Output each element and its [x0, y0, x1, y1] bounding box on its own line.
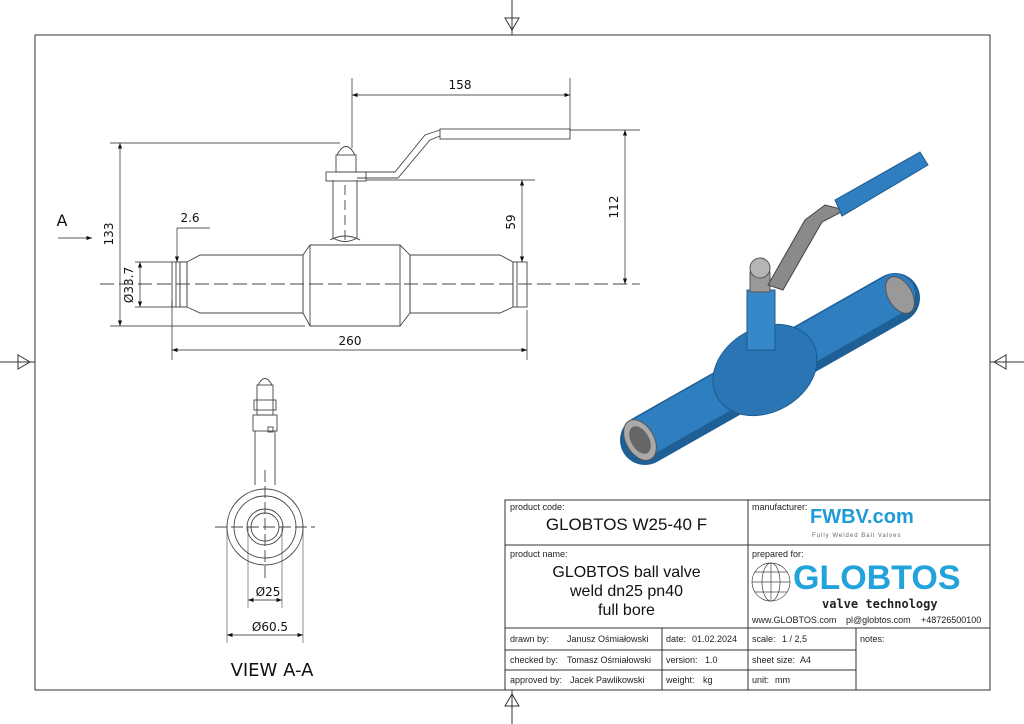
client-tagline: valve technology — [822, 597, 938, 611]
valve-3d-render — [620, 151, 929, 465]
product-name: GLOBTOS ball valve weld dn25 pn40 full b… — [505, 563, 748, 620]
date-label: date: — [666, 634, 687, 644]
manufacturer-tagline: Fully Welded Ball Valves — [812, 533, 902, 539]
scale-label: scale: — [752, 634, 776, 644]
phone: +48726500100 — [921, 615, 982, 625]
weight: kg — [703, 675, 713, 685]
unit: mm — [775, 675, 790, 685]
unit-label: unit: — [752, 675, 770, 685]
dim-158: 158 — [449, 78, 472, 92]
scale: 1 / 2,5 — [782, 634, 808, 644]
product-name-line: GLOBTOS ball valve — [552, 564, 701, 581]
drawn-by-label: drawn by: — [510, 634, 550, 644]
drawn-by: Janusz Ośmiałowski — [567, 634, 649, 644]
manufacturer-logo: FWBV.com — [810, 506, 914, 528]
view-a-a — [215, 378, 315, 643]
version: 1.0 — [705, 655, 718, 665]
client-logo: GLOBTOS — [793, 559, 961, 597]
view-marker: A — [57, 211, 68, 230]
title-block-grid — [504, 499, 991, 691]
dimension-lines — [58, 78, 640, 360]
view-label: VIEW A-A — [231, 660, 315, 681]
version-label: version: — [666, 655, 698, 665]
checked-by-label: checked by: — [510, 655, 559, 665]
product-name-line: weld dn25 pn40 — [570, 583, 683, 600]
checked-by: Tomasz Ośmiałowski — [567, 655, 652, 665]
dim-133: 133 — [102, 223, 116, 246]
product-code-label: product code: — [510, 502, 565, 512]
sheet-size: A4 — [800, 655, 812, 665]
date: 01.02.2024 — [692, 634, 738, 644]
globe-icon — [751, 562, 791, 602]
dim-33-7: Ø33.7 — [122, 267, 136, 303]
approved-by-label: approved by: — [510, 675, 563, 685]
dim-260: 260 — [339, 334, 362, 348]
dim-2-6: 2.6 — [180, 211, 199, 225]
dim-59: 59 — [504, 214, 518, 229]
dim-112: 112 — [607, 196, 621, 219]
manufacturer-label: manufacturer: — [752, 502, 808, 512]
product-name-line: full bore — [598, 602, 655, 619]
approved-by: Jacek Pawlikowski — [570, 675, 645, 685]
prepared-for-label: prepared for: — [752, 549, 804, 559]
sheet-size-label: sheet size: — [752, 655, 796, 665]
notes-label: notes: — [860, 634, 885, 644]
product-code: GLOBTOS W25-40 F — [545, 515, 708, 534]
dim-60-5: Ø60.5 — [252, 620, 288, 634]
weight-label: weight: — [666, 675, 695, 685]
side-view — [100, 128, 640, 327]
website-link[interactable]: www.GLOBTOS.com — [752, 615, 837, 625]
product-name-label: product name: — [510, 549, 568, 559]
dim-25: Ø25 — [256, 585, 281, 599]
email-link[interactable]: pl@globtos.com — [846, 615, 911, 625]
